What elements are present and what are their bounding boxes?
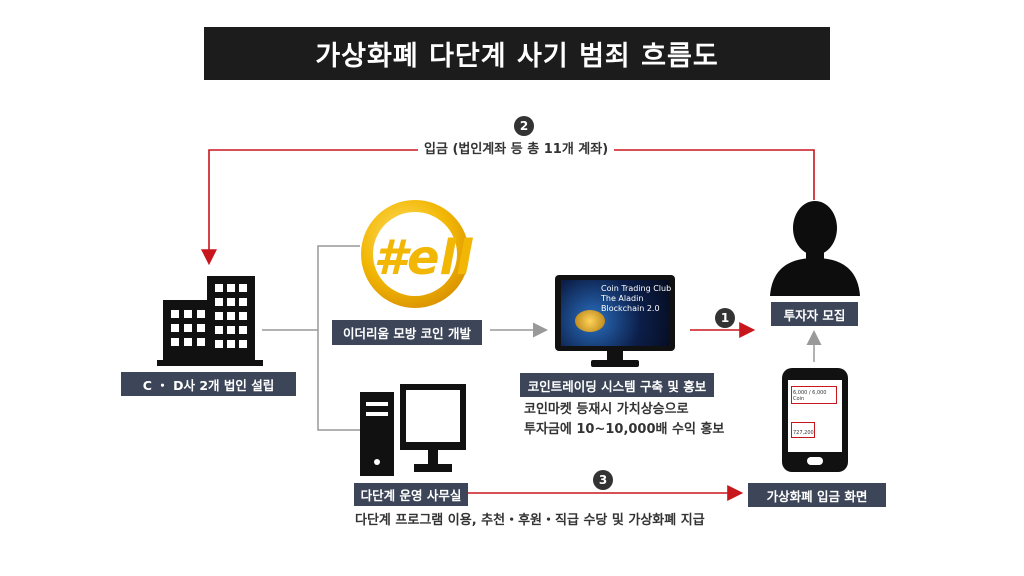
trading-monitor: Coin Trading Club The Aladin Blockchain … [555,275,675,368]
bottom-note: 다단계 프로그램 이용, 추천・후원・직급 수당 및 가상화폐 지급 [355,511,705,531]
office-label: 다단계 운영 사무실 [354,483,468,506]
coin-logo-text: #ell [374,230,473,286]
company-label: C ・ D사 2개 법인 설립 [121,372,296,396]
screen-line-3: Blockchain 2.0 [601,304,671,314]
smartphone-icon: 6,000 / 6,000 Coin 727,200 [782,368,848,472]
phone-screen: 6,000 / 6,000 Coin 727,200 [788,380,842,452]
promo-note-line-2: 투자금에 10~10,000배 수익 홍보 [524,420,724,440]
promo-note: 코인마켓 등재시 가치상승으로 투자금에 10~10,000배 수익 홍보 [524,400,724,440]
step-badge-2: 2 [514,116,534,136]
screen-line-1: Coin Trading Club [601,284,671,294]
page-title: 가상화폐 다단계 사기 범죄 흐름도 [204,27,830,80]
deposit-screen-label: 가상화폐 입금 화면 [748,483,886,507]
phone-amount-field: 727,200 [791,422,815,438]
coin-label: 이더리움 모방 코인 개발 [332,320,482,345]
coin-logo-icon: #ell [355,196,495,314]
trading-screen: Coin Trading Club The Aladin Blockchain … [561,280,669,346]
system-label: 코인트레이딩 시스템 구축 및 홍보 [520,373,714,397]
promo-note-line-1: 코인마켓 등재시 가치상승으로 [524,400,724,420]
desktop-computer-icon [358,382,468,478]
screen-line-2: The Aladin [601,294,671,304]
step-badge-3: 3 [593,470,613,490]
buildings-icon [157,272,267,372]
phone-home-button [807,457,823,465]
step-badge-1: 1 [715,308,735,328]
investor-person-icon [768,198,862,296]
investor-label: 투자자 모집 [771,302,858,326]
phone-coin-field: 6,000 / 6,000 Coin [791,386,837,404]
deposit-label: 입금 (법인계좌 등 총 11개 계좌) [418,140,614,160]
deposit-arrow-line [209,150,814,262]
